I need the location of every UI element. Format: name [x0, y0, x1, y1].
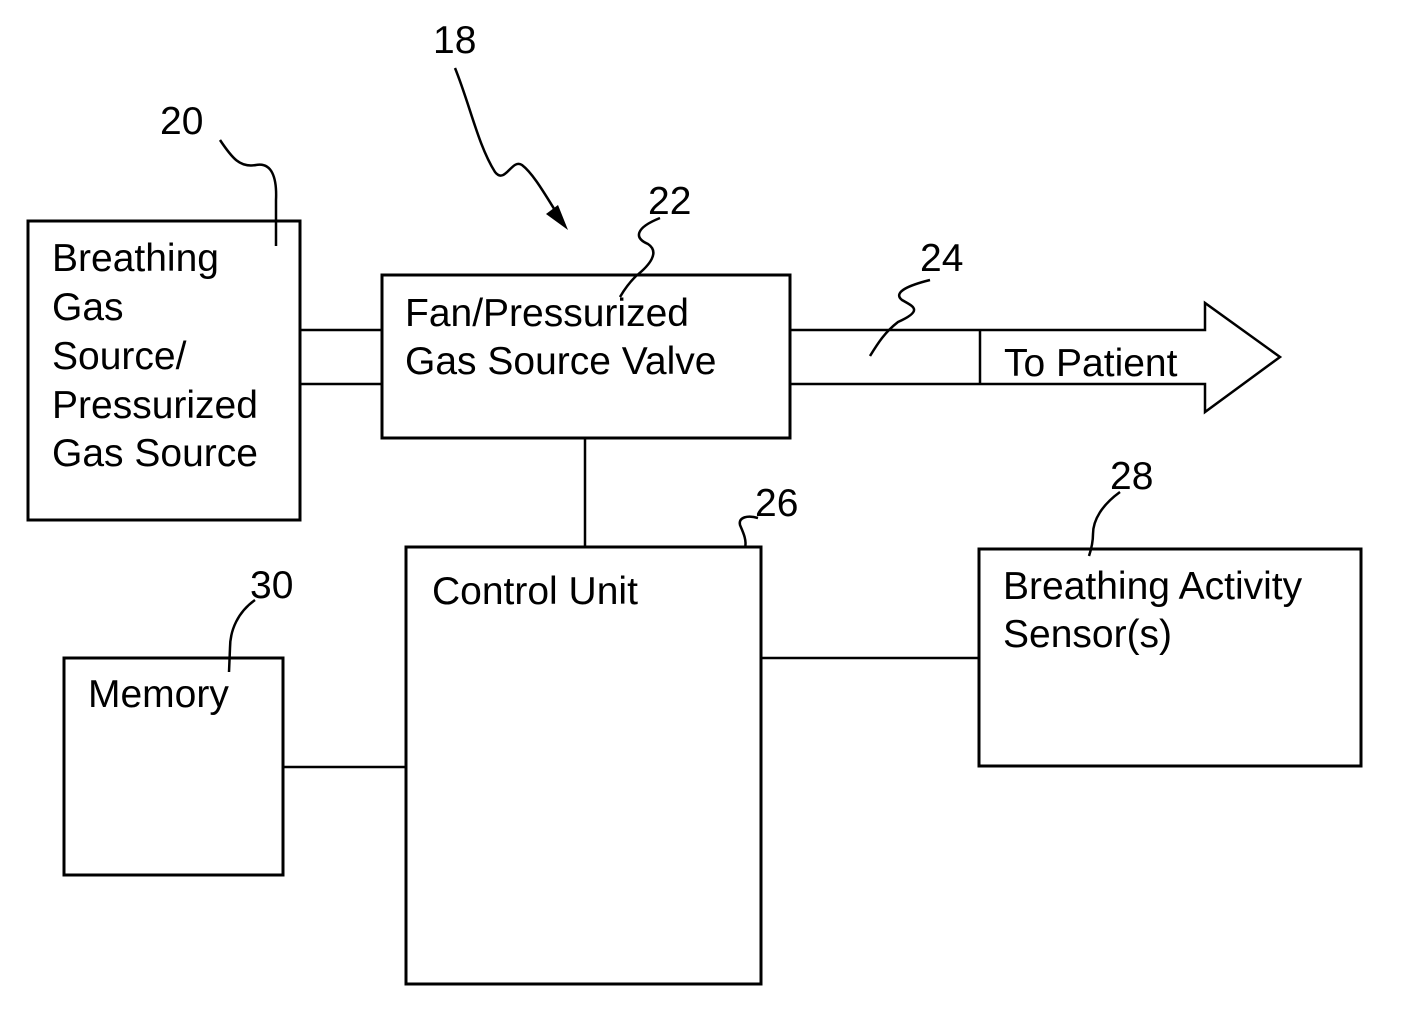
- memory-label: Memory: [88, 673, 229, 716]
- gas-source-label-4: Pressurized: [52, 384, 258, 427]
- gas-source-block: Breathing Gas Source/ Pressurized Gas So…: [28, 221, 300, 520]
- ref-24-leader: [870, 280, 930, 356]
- gas-source-label-5: Gas Source: [52, 432, 258, 475]
- fan-valve-block: Fan/Pressurized Gas Source Valve: [382, 275, 790, 438]
- ref-numeral-18: 18: [433, 19, 476, 62]
- ref-numeral-28: 28: [1110, 455, 1153, 498]
- sensor-label-1: Breathing Activity: [1003, 565, 1303, 608]
- gas-source-label-3: Source/: [52, 335, 187, 378]
- sensor-block: Breathing Activity Sensor(s): [979, 549, 1361, 766]
- gas-source-label-2: Gas: [52, 286, 124, 329]
- ref-numeral-20: 20: [160, 100, 203, 143]
- sensor-label-2: Sensor(s): [1003, 613, 1172, 656]
- gas-source-label-1: Breathing: [52, 237, 219, 280]
- memory-block: Memory: [64, 658, 283, 875]
- control-unit-block: Control Unit: [406, 547, 761, 984]
- fan-valve-label-1: Fan/Pressurized: [405, 292, 689, 335]
- ref-28-leader: [1089, 492, 1120, 556]
- ref-18-leader: [455, 68, 565, 226]
- control-unit-label: Control Unit: [432, 570, 638, 613]
- fan-valve-label-2: Gas Source Valve: [405, 340, 716, 383]
- ref-numeral-30: 30: [250, 564, 293, 607]
- ref-numeral-26: 26: [755, 482, 798, 525]
- to-patient-label: To Patient: [1004, 342, 1178, 385]
- ref-18-arrowhead-icon: [546, 205, 568, 230]
- ref-numeral-22: 22: [648, 180, 691, 223]
- ref-numeral-24: 24: [920, 237, 963, 280]
